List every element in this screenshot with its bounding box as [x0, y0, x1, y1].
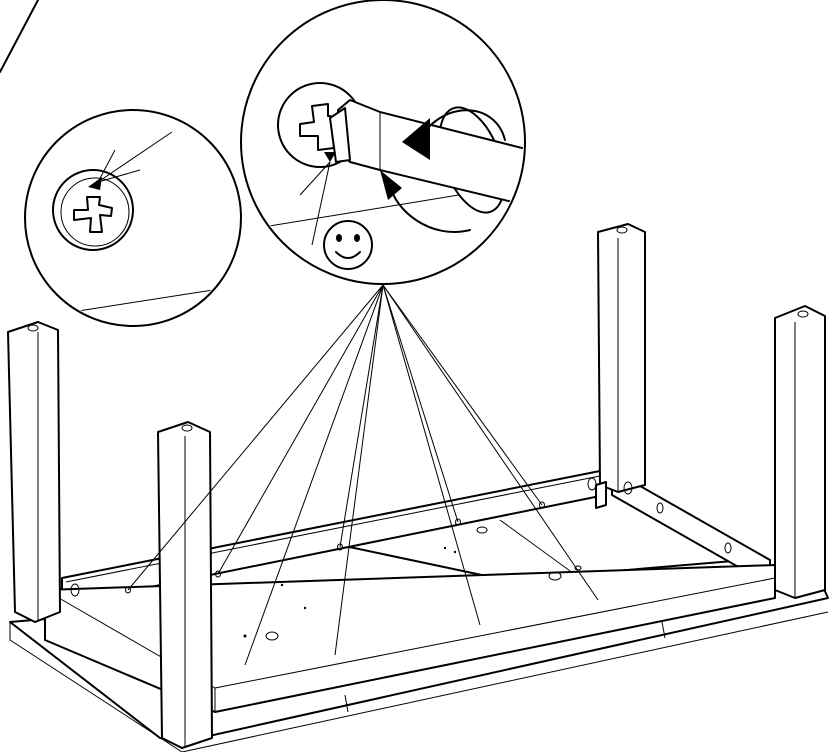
leader-line [382, 284, 459, 523]
table-assembly [7, 223, 829, 752]
leader-line [339, 284, 384, 548]
front-apron-side [44, 589, 216, 712]
tabletop-seam-right [661, 621, 666, 639]
front-apron [44, 564, 776, 713]
leader-line [244, 284, 384, 666]
leader-line [334, 284, 384, 656]
leader-line [382, 284, 481, 626]
tabletop-seam-left [344, 694, 349, 713]
arrow-indicator-right [324, 152, 336, 162]
leg-front-right [774, 305, 826, 599]
back-apron-top [65, 475, 601, 583]
front-apron-inner [214, 577, 776, 689]
tabletop-edge-line [9, 611, 829, 752]
detail-screw-flush [24, 109, 242, 327]
corner-mark [0, 0, 39, 73]
corner-bracket [595, 481, 607, 509]
phillips-cross-icon [73, 196, 113, 233]
leader-lines [127, 284, 599, 666]
detail-screw-tighten [240, 0, 526, 285]
leg-back-left [7, 321, 61, 623]
arrow-indicator-left [88, 177, 102, 190]
leader-line [382, 284, 599, 601]
leader-line [127, 284, 384, 591]
leg-front-left [157, 421, 213, 749]
leader-line [217, 284, 384, 575]
smiley-face-icon [323, 220, 373, 270]
leg-back-right [597, 223, 646, 493]
leader-line [382, 284, 543, 506]
